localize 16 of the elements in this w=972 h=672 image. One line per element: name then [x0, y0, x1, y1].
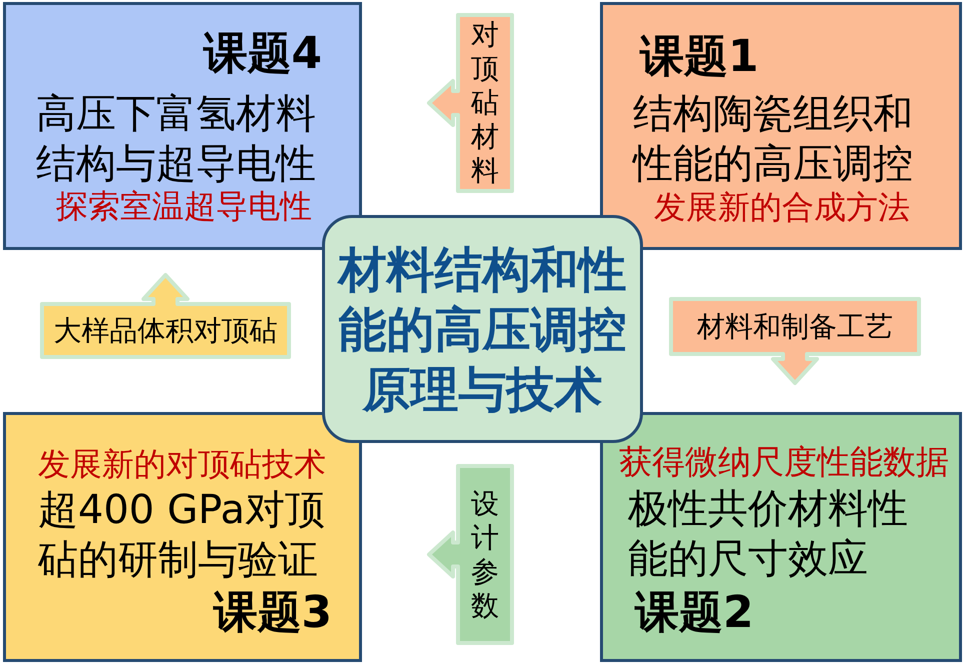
- goal-note: 发展新的合成方法: [654, 188, 910, 226]
- project-description: 极性共价材料性能的尺寸效应: [628, 485, 909, 584]
- goal-note: 探索室温超导电性: [56, 187, 312, 225]
- project-description: 高压下富氢材料结构与超导电性: [36, 90, 317, 189]
- project-description: 超400 GPa对顶砧的研制与验证: [38, 486, 326, 585]
- goal-note: 获得微纳尺度性能数据: [619, 444, 949, 480]
- project-heading: 课题3: [213, 586, 332, 640]
- goal-note: 发展新的对顶砧技术: [38, 446, 326, 482]
- project-heading: 课题4: [203, 26, 322, 80]
- topic-box: [322, 215, 643, 443]
- project-box: [3, 412, 362, 662]
- project-heading: 课题1: [640, 30, 759, 84]
- project-description: 结构陶瓷组织和性能的高压调控: [633, 90, 914, 189]
- project-box: [600, 412, 962, 662]
- project-heading: 课题2: [635, 586, 754, 640]
- topic-title: 材料结构和性能的高压调控原理与技术: [336, 241, 628, 420]
